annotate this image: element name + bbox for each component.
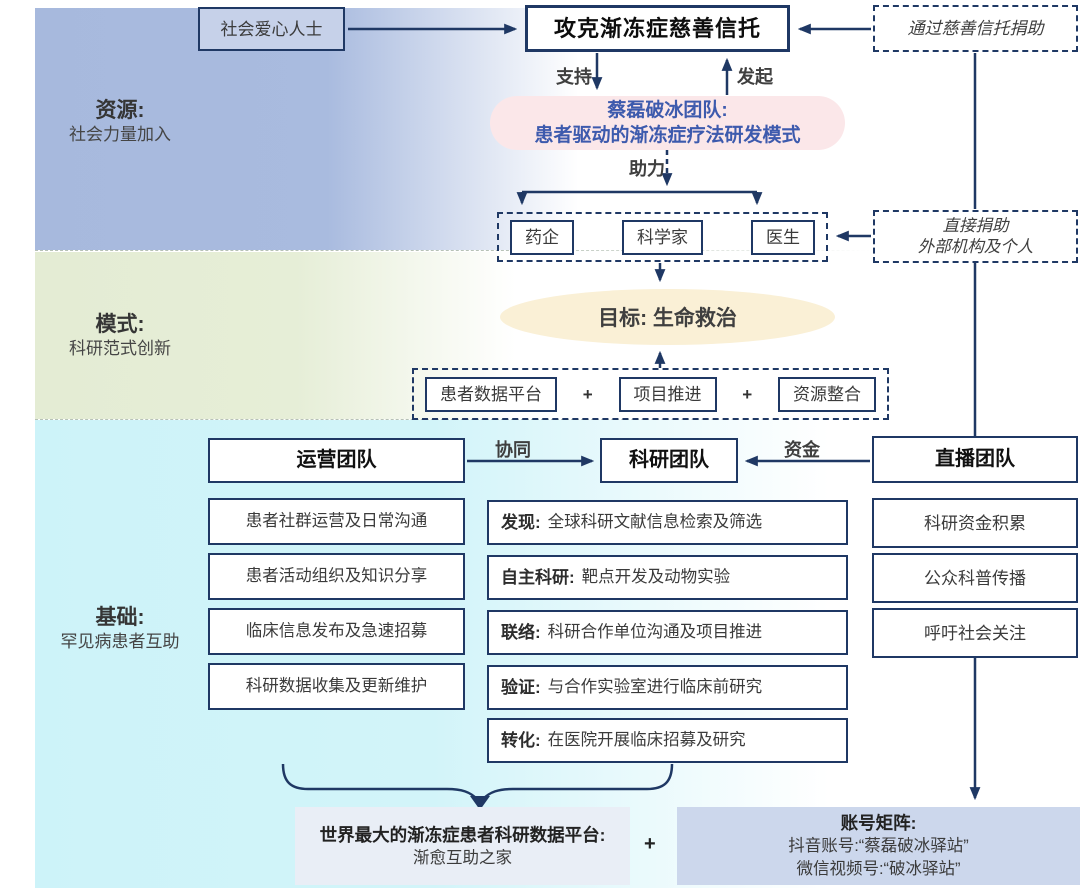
world-platform-box: 世界最大的渐冻症患者科研数据平台: 渐愈互助之家 <box>295 807 630 885</box>
plus-sign-2: + <box>742 384 753 404</box>
band-foundation-subtitle: 罕见病患者互助 <box>60 632 180 651</box>
trust-box: 攻克渐冻症慈善信托 <box>525 5 790 52</box>
funds-label: 资金 <box>784 440 820 460</box>
initiate-label: 发起 <box>737 67 773 87</box>
project-advance-box: 项目推进 <box>618 376 717 412</box>
research-item-4: 验证: 与合作实验室进行临床前研究 <box>487 665 848 710</box>
research-team-header: 科研团队 <box>600 438 738 483</box>
helper-doctors-box: 医生 <box>751 219 815 255</box>
research-item-2: 自主科研: 靶点开发及动物实验 <box>487 555 848 600</box>
live-item-1: 科研资金积累 <box>872 498 1078 548</box>
icebreaker-team-box: 蔡磊破冰团队: 患者驱动的渐冻症疗法研发模式 <box>490 96 845 150</box>
helper-pharma-box: 药企 <box>510 219 574 255</box>
research-item-2-label: 自主科研: <box>501 568 575 587</box>
ops-item-3: 临床信息发布及急速招募 <box>208 608 465 655</box>
research-item-2-text: 靶点开发及动物实验 <box>581 568 731 586</box>
accounts-matrix-box: 账号矩阵: 抖音账号:“蔡磊破冰驿站” 微信视频号:“破冰驿站” <box>677 807 1080 885</box>
research-item-3-label: 联络: <box>501 623 541 642</box>
band-foundation-title: 基础: <box>95 606 145 629</box>
world-platform-title: 世界最大的渐冻症患者科研数据平台: <box>319 824 606 845</box>
direct-donate-box: 直接捐助 外部机构及个人 <box>873 210 1078 263</box>
world-platform-subtitle: 渐愈互助之家 <box>413 848 512 867</box>
live-item-3: 呼吁社会关注 <box>872 608 1078 658</box>
helper-scientists-box: 科学家 <box>622 219 703 255</box>
icebreaker-team-line1: 蔡磊破冰团队: <box>607 100 728 121</box>
band-mode-label: 模式: 科研范式创新 <box>40 312 200 360</box>
research-item-1: 发现: 全球科研文献信息检索及筛选 <box>487 500 848 545</box>
patient-data-platform-box: 患者数据平台 <box>425 376 557 412</box>
ops-item-2: 患者活动组织及知识分享 <box>208 553 465 600</box>
direct-donate-line1: 直接捐助 <box>942 216 1009 235</box>
accounts-wechat-line: 微信视频号:“破冰驿站” <box>796 860 961 878</box>
band-foundation-label: 基础: 罕见病患者互助 <box>40 605 200 653</box>
ops-item-4: 科研数据收集及更新维护 <box>208 663 465 710</box>
ops-item-1: 患者社群运营及日常沟通 <box>208 498 465 545</box>
donors-box: 社会爱心人士 <box>198 7 345 51</box>
resource-integration-box: 资源整合 <box>778 376 876 412</box>
assist-label: 助力 <box>629 159 665 179</box>
band-resources-label: 资源: 社会力量加入 <box>40 98 200 146</box>
research-item-5-text: 在医院开展临床招募及研究 <box>547 731 746 749</box>
research-item-5-label: 转化: <box>501 731 541 750</box>
icebreaker-team-line2: 患者驱动的渐冻症疗法研发模式 <box>534 125 801 146</box>
plus-sign-bottom: + <box>644 833 656 855</box>
support-label: 支持 <box>556 67 592 87</box>
helpers-container: 药企 科学家 医生 <box>497 212 828 262</box>
band-mode-subtitle: 科研范式创新 <box>69 339 171 358</box>
research-item-3: 联络: 科研合作单位沟通及项目推进 <box>487 610 848 655</box>
research-item-1-text: 全球科研文献信息检索及筛选 <box>547 513 763 531</box>
band-mode-title: 模式: <box>95 313 145 336</box>
via-trust-box: 通过慈善信托捐助 <box>873 5 1078 52</box>
band-resources-subtitle: 社会力量加入 <box>69 125 171 144</box>
synergy-label: 协同 <box>495 440 531 460</box>
research-item-4-text: 与合作实验室进行临床前研究 <box>547 678 763 696</box>
live-team-header: 直播团队 <box>872 436 1078 483</box>
accounts-douyin-line: 抖音账号:“蔡磊破冰驿站” <box>788 837 969 855</box>
accounts-matrix-title: 账号矩阵: <box>840 813 917 833</box>
research-item-4-label: 验证: <box>501 678 541 697</box>
plus-sign-1: + <box>582 384 593 404</box>
research-item-5: 转化: 在医院开展临床招募及研究 <box>487 718 848 763</box>
live-item-2: 公众科普传播 <box>872 553 1078 603</box>
research-item-3-text: 科研合作单位沟通及项目推进 <box>547 623 763 641</box>
ops-team-header: 运营团队 <box>208 438 465 483</box>
direct-donate-line2: 外部机构及个人 <box>917 237 1034 256</box>
platform-row-container: 患者数据平台 + 项目推进 + 资源整合 <box>412 368 889 420</box>
goal-ellipse: 目标: 生命救治 <box>500 289 835 345</box>
band-resources-title: 资源: <box>95 99 145 122</box>
research-item-1-label: 发现: <box>501 513 541 532</box>
